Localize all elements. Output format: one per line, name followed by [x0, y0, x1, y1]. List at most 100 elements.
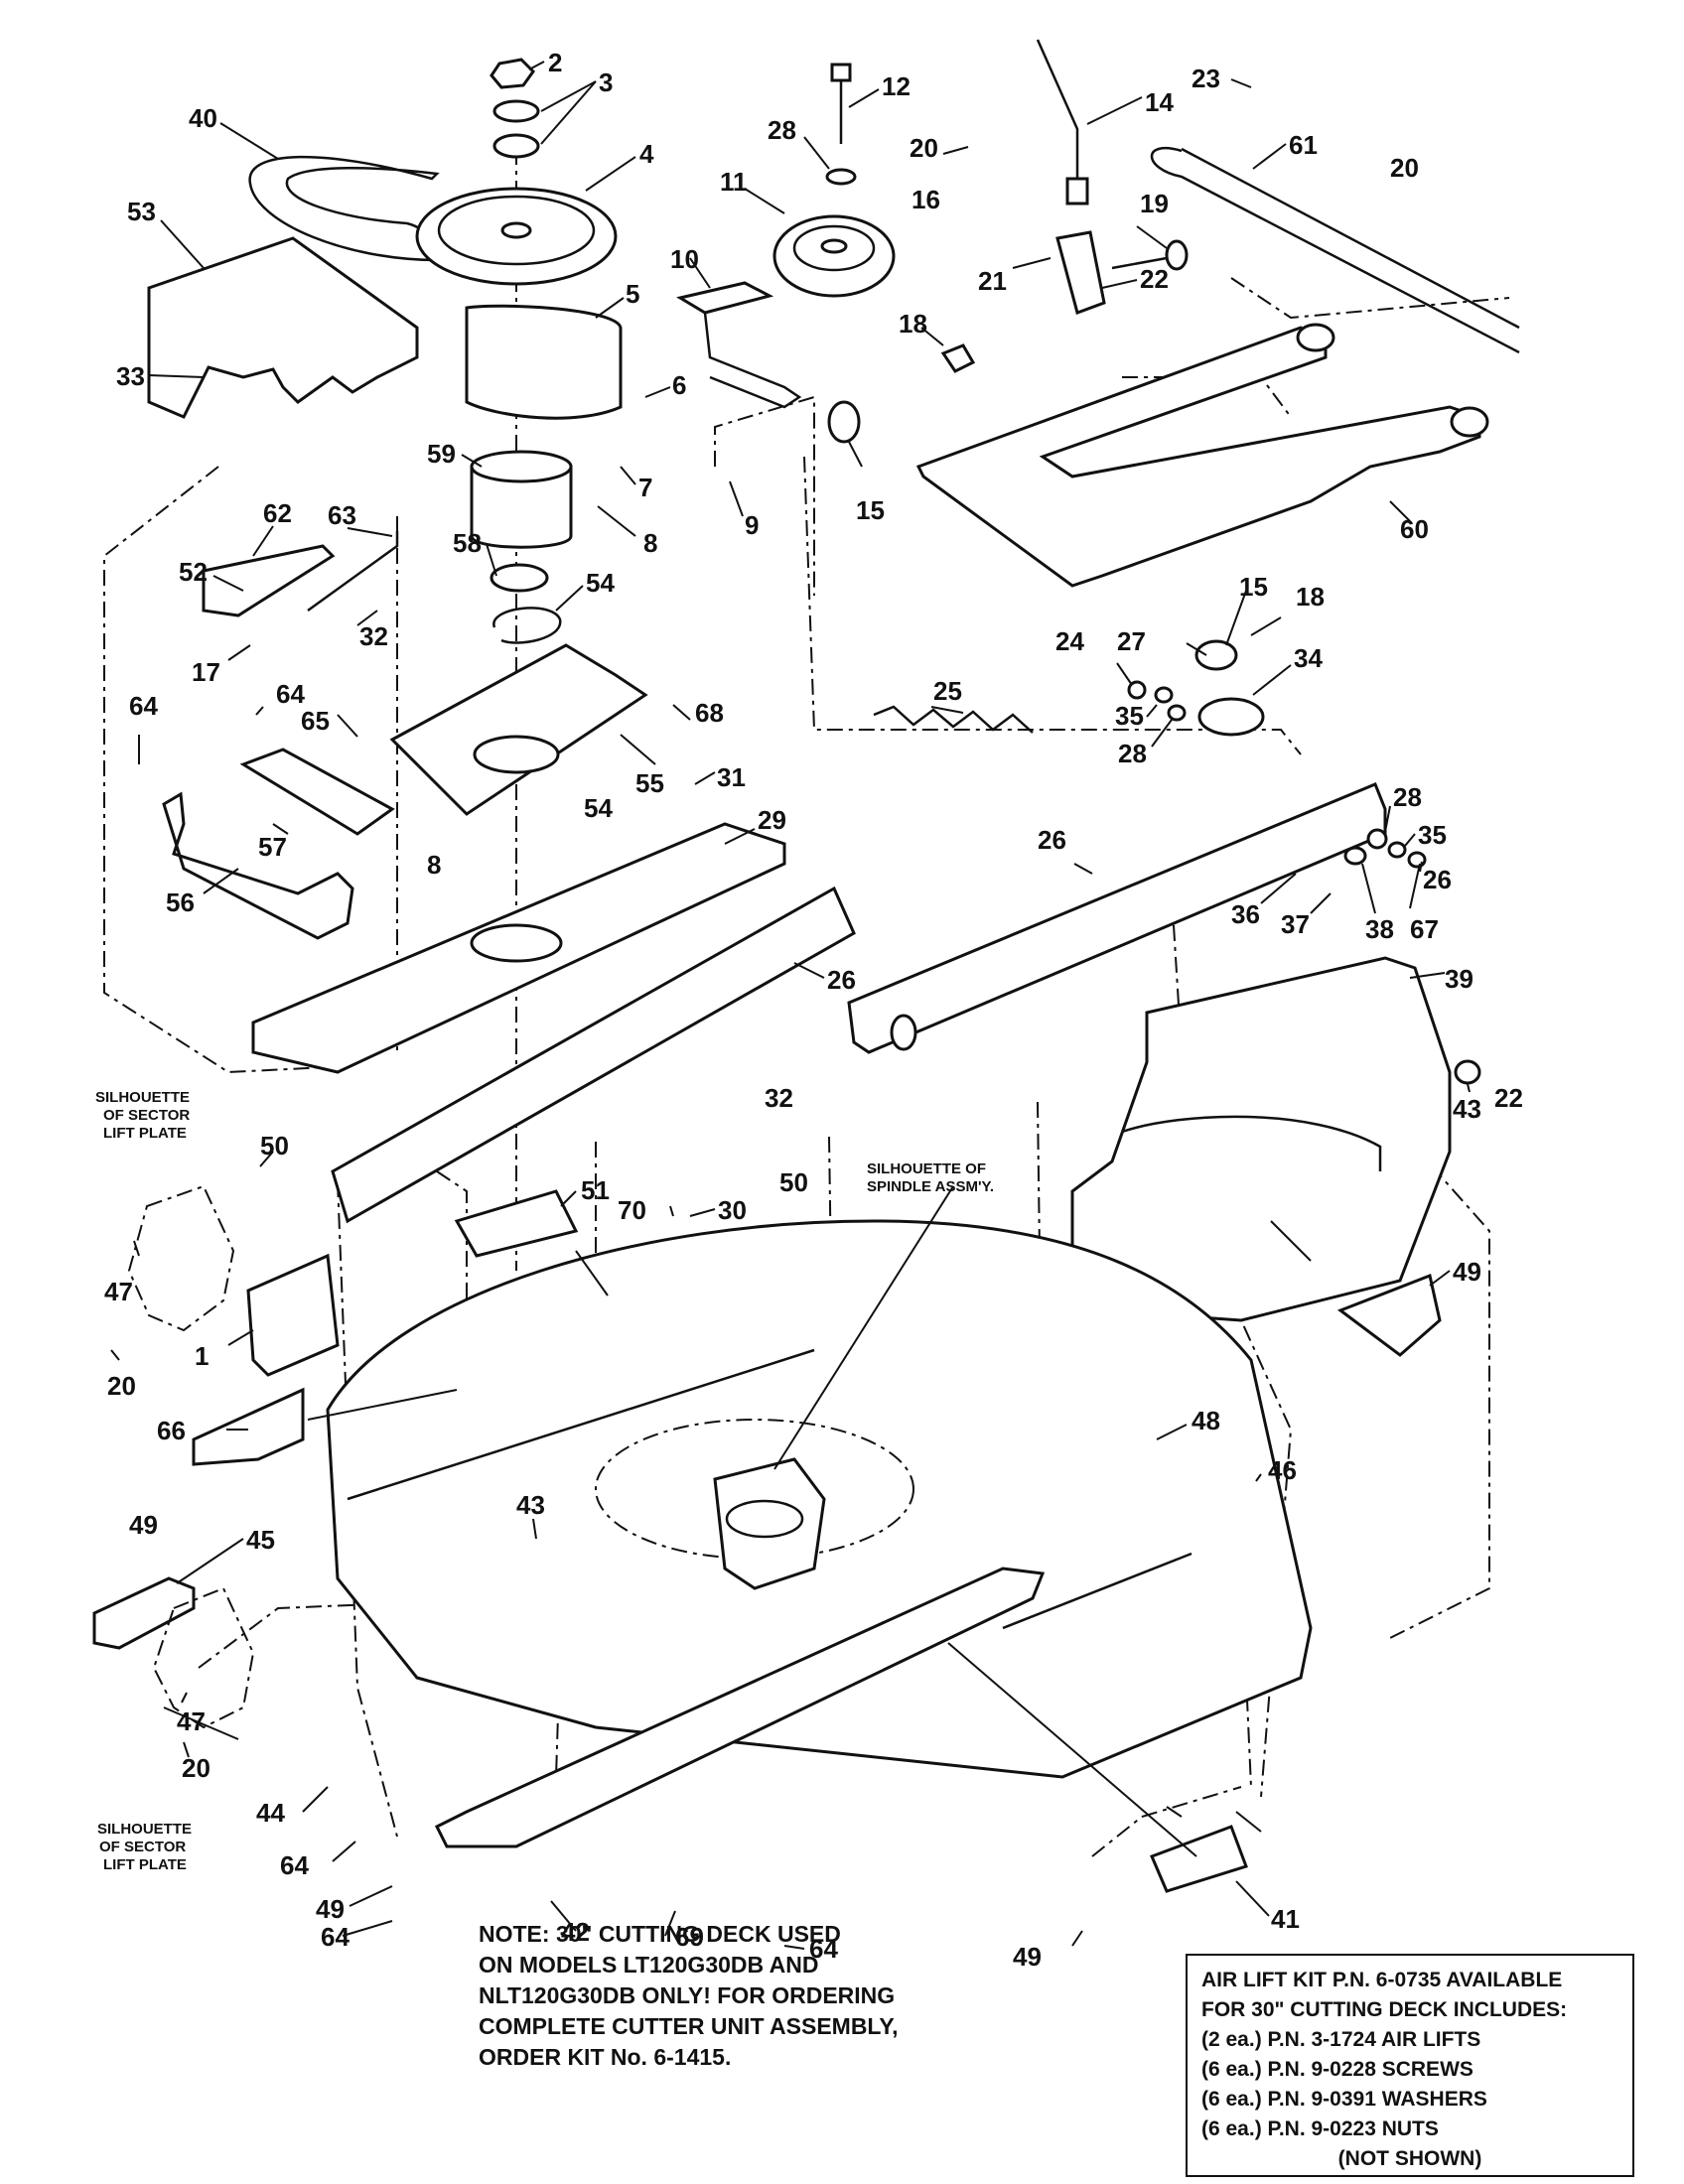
callout: 18	[1296, 582, 1325, 612]
callout: 22	[1494, 1083, 1523, 1113]
callout: 20	[182, 1753, 210, 1783]
air-lift-kit-box: AIR LIFT KIT P.N. 6-0735 AVAILABLE FOR 3…	[1186, 1954, 1634, 2177]
callout: 35	[1115, 701, 1144, 731]
callout: 8	[427, 850, 441, 880]
kit-line: (2 ea.) P.N. 3-1724 AIR LIFTS	[1201, 2028, 1481, 2051]
leader-lines	[110, 61, 1471, 1950]
callout: 68	[695, 698, 724, 728]
callout: 32	[765, 1083, 793, 1113]
callout: 33	[116, 361, 145, 391]
kit-line: AIR LIFT KIT P.N. 6-0735 AVAILABLE	[1201, 1969, 1563, 1991]
callout: 6	[672, 370, 686, 400]
callout: 35	[1418, 820, 1447, 850]
callout: 47	[104, 1277, 133, 1306]
callout: 37	[1281, 909, 1310, 939]
callout: 64	[321, 1922, 350, 1952]
callout: 20	[107, 1371, 136, 1401]
callout: 63	[328, 500, 356, 530]
callout: 25	[933, 676, 962, 706]
callout: 20	[1390, 153, 1419, 183]
callout: 28	[1118, 739, 1147, 768]
callout: 47	[177, 1706, 206, 1736]
callout: 64	[276, 679, 305, 709]
sector-caption-top: LIFT PLATE	[103, 1125, 187, 1142]
callout: 50	[260, 1131, 289, 1160]
callout: 60	[1400, 514, 1429, 544]
callout: 56	[166, 887, 195, 917]
note-line: COMPLETE CUTTER UNIT ASSEMBLY,	[479, 2013, 899, 2039]
spindle-caption: SPINDLE ASSM'Y.	[867, 1178, 994, 1195]
callout: 26	[827, 965, 856, 995]
callout: 55	[635, 768, 664, 798]
callout: 27	[1117, 626, 1146, 656]
note-line: NOTE: 30" CUTTING DECK USED	[479, 1921, 841, 1947]
callout: 46	[1268, 1455, 1297, 1485]
callout: 36	[1231, 899, 1260, 929]
callout: 53	[127, 197, 156, 226]
callout: 9	[745, 510, 759, 540]
callout: 12	[882, 71, 911, 101]
callout: 23	[1192, 64, 1220, 93]
silhouette-captions: SILHOUETTE OF SECTOR LIFT PLATE SILHOUET…	[95, 1089, 994, 1873]
callout: 26	[1038, 825, 1066, 855]
sector-caption-bottom: OF SECTOR	[99, 1839, 186, 1855]
callout: 54	[584, 793, 613, 823]
callout: 38	[1365, 914, 1394, 944]
callout: 34	[1294, 643, 1323, 673]
callout: 39	[1445, 964, 1474, 994]
callout: 64	[809, 1934, 838, 1964]
callout: 17	[192, 657, 220, 687]
spindle-caption: SILHOUETTE OF	[867, 1160, 986, 1177]
callout: 15	[1239, 572, 1268, 602]
callout: 49	[1013, 1942, 1042, 1972]
callout: 24	[1055, 626, 1084, 656]
sector-caption-top: SILHOUETTE	[95, 1089, 190, 1106]
kit-line: (NOT SHOWN)	[1337, 2147, 1482, 2170]
callout: 7	[638, 473, 652, 502]
sector-caption-bottom: SILHOUETTE	[97, 1821, 192, 1838]
callout: 16	[912, 185, 940, 214]
callout: 43	[1453, 1094, 1481, 1124]
callout: 59	[427, 439, 456, 469]
callout: 11	[720, 167, 748, 197]
callout: 22	[1140, 264, 1169, 294]
callout: 49	[1453, 1257, 1481, 1287]
kit-line: (6 ea.) P.N. 9-0223 NUTS	[1201, 2117, 1439, 2140]
callout: 42	[561, 1917, 590, 1947]
kit-line: (6 ea.) P.N. 9-0391 WASHERS	[1201, 2088, 1487, 2111]
callout: 26	[1423, 865, 1452, 894]
callout: 3	[599, 68, 613, 97]
callout: 49	[129, 1510, 158, 1540]
callout: 64	[129, 691, 158, 721]
callout: 14	[1145, 87, 1174, 117]
callout: 20	[910, 133, 938, 163]
sector-caption-top: OF SECTOR	[103, 1107, 190, 1124]
callout: 18	[899, 309, 927, 339]
callout: 29	[758, 805, 786, 835]
kit-line: FOR 30" CUTTING DECK INCLUDES:	[1201, 1998, 1568, 2021]
callout: 30	[718, 1195, 747, 1225]
callout: 41	[1271, 1904, 1300, 1934]
callout: 61	[1289, 130, 1318, 160]
callout: 48	[1192, 1406, 1220, 1435]
callout: 50	[779, 1167, 808, 1197]
sector-caption-bottom: LIFT PLATE	[103, 1856, 187, 1873]
callout: 65	[301, 706, 330, 736]
callout: 54	[586, 568, 615, 598]
note-line: ON MODELS LT120G30DB AND	[479, 1952, 819, 1978]
callout: 70	[618, 1195, 646, 1225]
callout: 43	[516, 1490, 545, 1520]
note-line: NLT120G30DB ONLY! FOR ORDERING	[479, 1982, 896, 2008]
callout: 52	[179, 557, 208, 587]
callout: 69	[675, 1922, 704, 1952]
callout: 5	[626, 279, 639, 309]
callout: 40	[189, 103, 217, 133]
deck-usage-note: NOTE: 30" CUTTING DECK USED ON MODELS LT…	[479, 1919, 995, 2073]
callout: 51	[581, 1175, 610, 1205]
callout: 44	[256, 1798, 285, 1828]
callout: 15	[856, 495, 885, 525]
callout: 28	[768, 115, 796, 145]
callout: 19	[1140, 189, 1169, 218]
callout: 64	[280, 1850, 309, 1880]
